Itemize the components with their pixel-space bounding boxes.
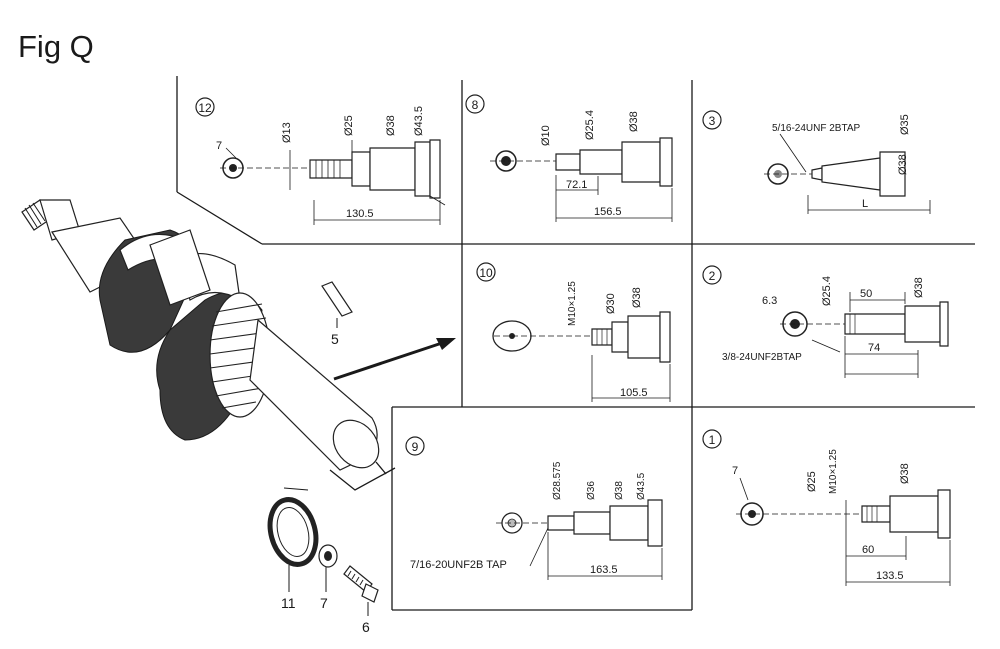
panel-8-dia-25-4: Ø25.4 — [584, 110, 596, 140]
panel-9-dia-36: Ø36 — [586, 481, 597, 500]
bolt-part: 6 — [343, 565, 379, 635]
panel-12-dia-43-5: Ø43.5 — [413, 106, 425, 136]
panel-12-length: 130.5 — [346, 208, 374, 220]
panel-8-length-72-1: 72.1 — [566, 179, 587, 191]
callout-6: 6 — [362, 619, 370, 635]
panel-12: 12 7 Ø13 Ø25 Ø38 Ø43.5 130.5 — [195, 97, 446, 225]
panel-8-length-156-5: 156.5 — [594, 206, 622, 218]
panel-9-number: 9 — [412, 440, 419, 454]
panel-12-dia-25: Ø25 — [343, 115, 355, 136]
panel-8: 8 Ø10 Ø25.4 Ø38 72.1 156.5 — [465, 94, 673, 222]
arrow-to-panel-10 — [333, 338, 456, 381]
panel-10-thread: M10×1.25 — [567, 281, 578, 326]
panel-9: 9 Ø28.575 Ø36 Ø38 Ø43.5 7/16-20UNF2B TAP… — [405, 436, 663, 580]
oil-seal-ring-part: 11 — [267, 497, 319, 611]
callout-5: 5 — [331, 331, 339, 347]
panel-1-number: 1 — [709, 433, 716, 447]
panel-9-dia-28-575: Ø28.575 — [552, 461, 563, 500]
panel-1-length-60: 60 — [862, 544, 874, 556]
panel-2-dia-25-4: Ø25.4 — [821, 276, 833, 306]
panel-9-tap-label: 7/16-20UNF2B TAP — [410, 559, 507, 571]
panel-10-number: 10 — [479, 266, 493, 280]
panel-1-dia-25: Ø25 — [806, 471, 818, 492]
panel-3-number: 3 — [709, 114, 716, 128]
panel-9-dia-43-5: Ø43.5 — [636, 472, 647, 500]
panel-8-dia-38: Ø38 — [628, 111, 640, 132]
panel-2-length-50: 50 — [860, 288, 872, 300]
panel-3-dia-38: Ø38 — [897, 154, 909, 175]
panel-1-label-7: 7 — [732, 465, 738, 477]
panel-2-number: 2 — [709, 269, 716, 283]
panel-1-dia-38: Ø38 — [899, 463, 911, 484]
crankshaft-exploded-view — [21, 199, 396, 491]
panel-8-dia-10: Ø10 — [540, 125, 552, 146]
panel-3-length-L: L — [862, 198, 868, 210]
panel-2-length-74: 74 — [868, 342, 880, 354]
panel-2-dia-38: Ø38 — [913, 277, 925, 298]
panel-9-dia-38: Ø38 — [614, 481, 625, 500]
crankshaft-threaded-end — [21, 199, 81, 241]
panel-12-number: 12 — [198, 101, 212, 115]
panel-1: 1 7 Ø25 M10×1.25 Ø38 60 133.5 — [702, 429, 951, 586]
panel-12-dia-38: Ø38 — [385, 115, 397, 136]
panel-12-dia-13: Ø13 — [281, 122, 293, 143]
panel-2-tap-label: 3/8-24UNF2BTAP — [722, 352, 802, 363]
panel-10-length: 105.5 — [620, 387, 648, 399]
panel-10: 10 M10×1.25 Ø30 Ø38 105.5 — [476, 262, 671, 402]
panel-10-dia-38: Ø38 — [631, 287, 643, 308]
woodruff-key-part: 5 — [321, 281, 353, 347]
figure-title: Fig Q — [18, 29, 94, 64]
callout-7: 7 — [320, 595, 328, 611]
panel-3-tap-label: 5/16-24UNF 2BTAP — [772, 123, 861, 134]
panel-2-label-6-3: 6.3 — [762, 295, 777, 307]
panel-1-thread: M10×1.25 — [828, 449, 839, 494]
callout-11: 11 — [281, 595, 296, 611]
panel-12-label-7: 7 — [216, 140, 222, 152]
washer-part: 7 — [318, 544, 338, 611]
panel-3-dia-35: Ø35 — [899, 114, 911, 135]
panel-9-length: 163.5 — [590, 564, 618, 576]
panel-2: 2 6.3 Ø25.4 50 Ø38 74 3/8-24UNF2BTAP — [702, 265, 949, 378]
panel-8-number: 8 — [472, 98, 479, 112]
panel-1-length-133-5: 133.5 — [876, 570, 904, 582]
panel-3: 3 5/16-24UNF 2BTAP Ø35 Ø38 L — [702, 110, 931, 214]
panel-10-dia-30: Ø30 — [605, 293, 617, 314]
panel-frames — [176, 76, 975, 611]
